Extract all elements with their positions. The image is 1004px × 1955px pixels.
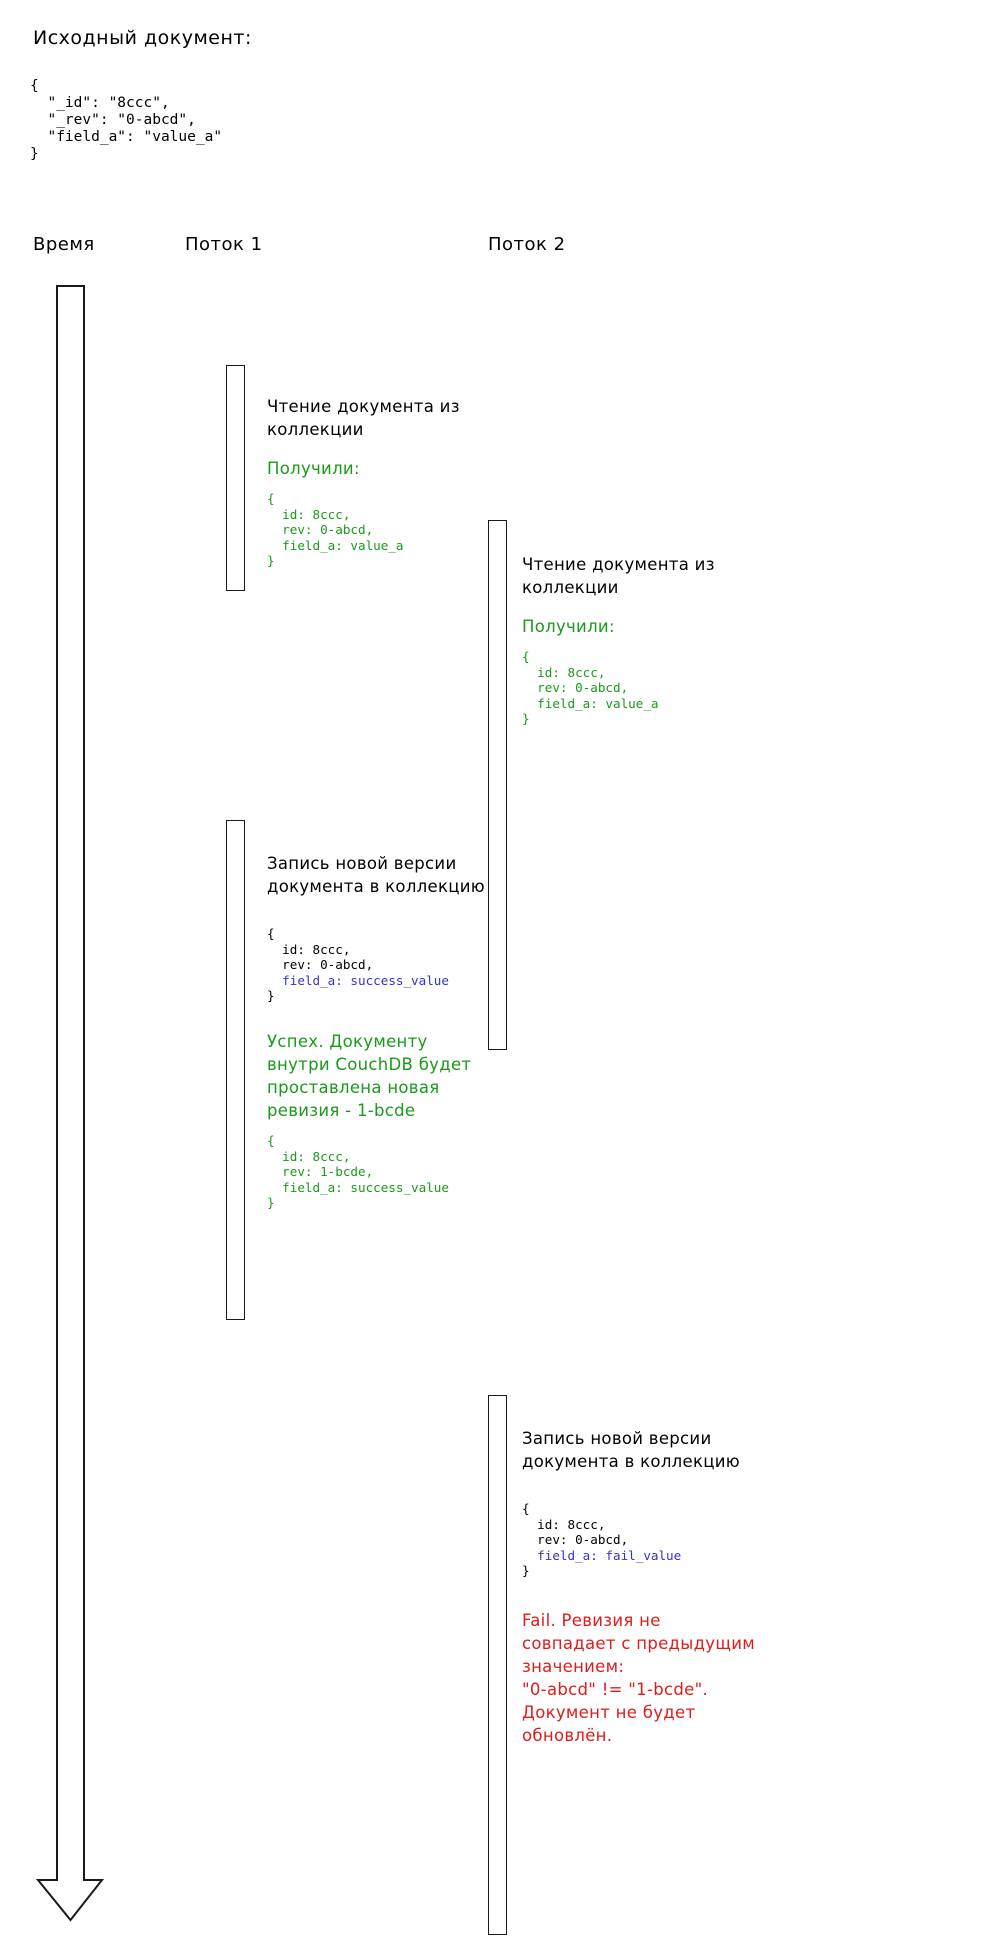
thread1-step-write: Запись новой версии документа в коллекци…	[267, 852, 587, 1211]
thread2-step-write: Запись новой версии документа в коллекци…	[522, 1427, 862, 1747]
intro-source-document-code: { "_id": "8ccc", "_rev": "0-abcd", "fiel…	[30, 78, 223, 162]
thread1-step-write-code: { id: 8ccc, rev: 0-abcd, field_a: succes…	[267, 926, 587, 1004]
thread2-step-read-code: { id: 8ccc, rev: 0-abcd, field_a: value_…	[522, 649, 659, 727]
column-header-time: Время	[33, 234, 95, 255]
thread1-step-write-code-tail: }	[267, 988, 275, 1004]
thread2-step-read-result-label: Получили:	[522, 617, 615, 636]
thread2-step-read: Чтение документа из коллекции Получили: …	[522, 553, 822, 727]
column-header-thread-1: Поток 1	[185, 234, 263, 255]
thread1-lifeline-write	[226, 820, 245, 1320]
thread2-step-write-title: Запись новой версии документа в коллекци…	[522, 1429, 740, 1471]
thread1-step-read-title: Чтение документа из коллекции	[267, 397, 460, 439]
thread1-step-read: Чтение документа из коллекции Получили: …	[267, 395, 567, 569]
column-header-thread-2: Поток 2	[488, 234, 566, 255]
thread1-step-write-title: Запись новой версии документа в коллекци…	[267, 854, 485, 896]
thread1-step-read-code: { id: 8ccc, rev: 0-abcd, field_a: value_…	[267, 491, 404, 569]
time-axis-arrow	[30, 285, 120, 1939]
thread1-step-write-code-changed-field: field_a: success_value	[267, 972, 449, 988]
thread2-step-write-outcome: Fail. Ревизия не совпадает с предыдущим …	[522, 1610, 755, 1745]
thread2-lifeline-write	[488, 1395, 507, 1935]
thread2-step-write-code-tail: }	[522, 1563, 530, 1579]
thread1-step-write-outcome-code: { id: 8ccc, rev: 1-bcde, field_a: succes…	[267, 1132, 449, 1211]
thread2-step-write-code: { id: 8ccc, rev: 0-abcd, field_a: fail_v…	[522, 1501, 862, 1579]
thread2-step-write-code-head: { id: 8ccc, rev: 0-abcd,	[522, 1501, 629, 1548]
thread1-step-write-code-head: { id: 8ccc, rev: 0-abcd,	[267, 926, 374, 973]
thread1-step-read-result-label: Получили:	[267, 459, 360, 478]
thread2-step-write-code-changed-field: field_a: fail_value	[522, 1547, 682, 1563]
thread1-step-write-outcome: Успех. Документу внутри CouchDB будет пр…	[267, 1031, 472, 1120]
thread1-lifeline-read	[226, 365, 245, 591]
thread2-lifeline-read	[488, 520, 507, 1050]
intro-title: Исходный документ:	[33, 27, 252, 49]
thread2-step-read-title: Чтение документа из коллекции	[522, 555, 715, 597]
